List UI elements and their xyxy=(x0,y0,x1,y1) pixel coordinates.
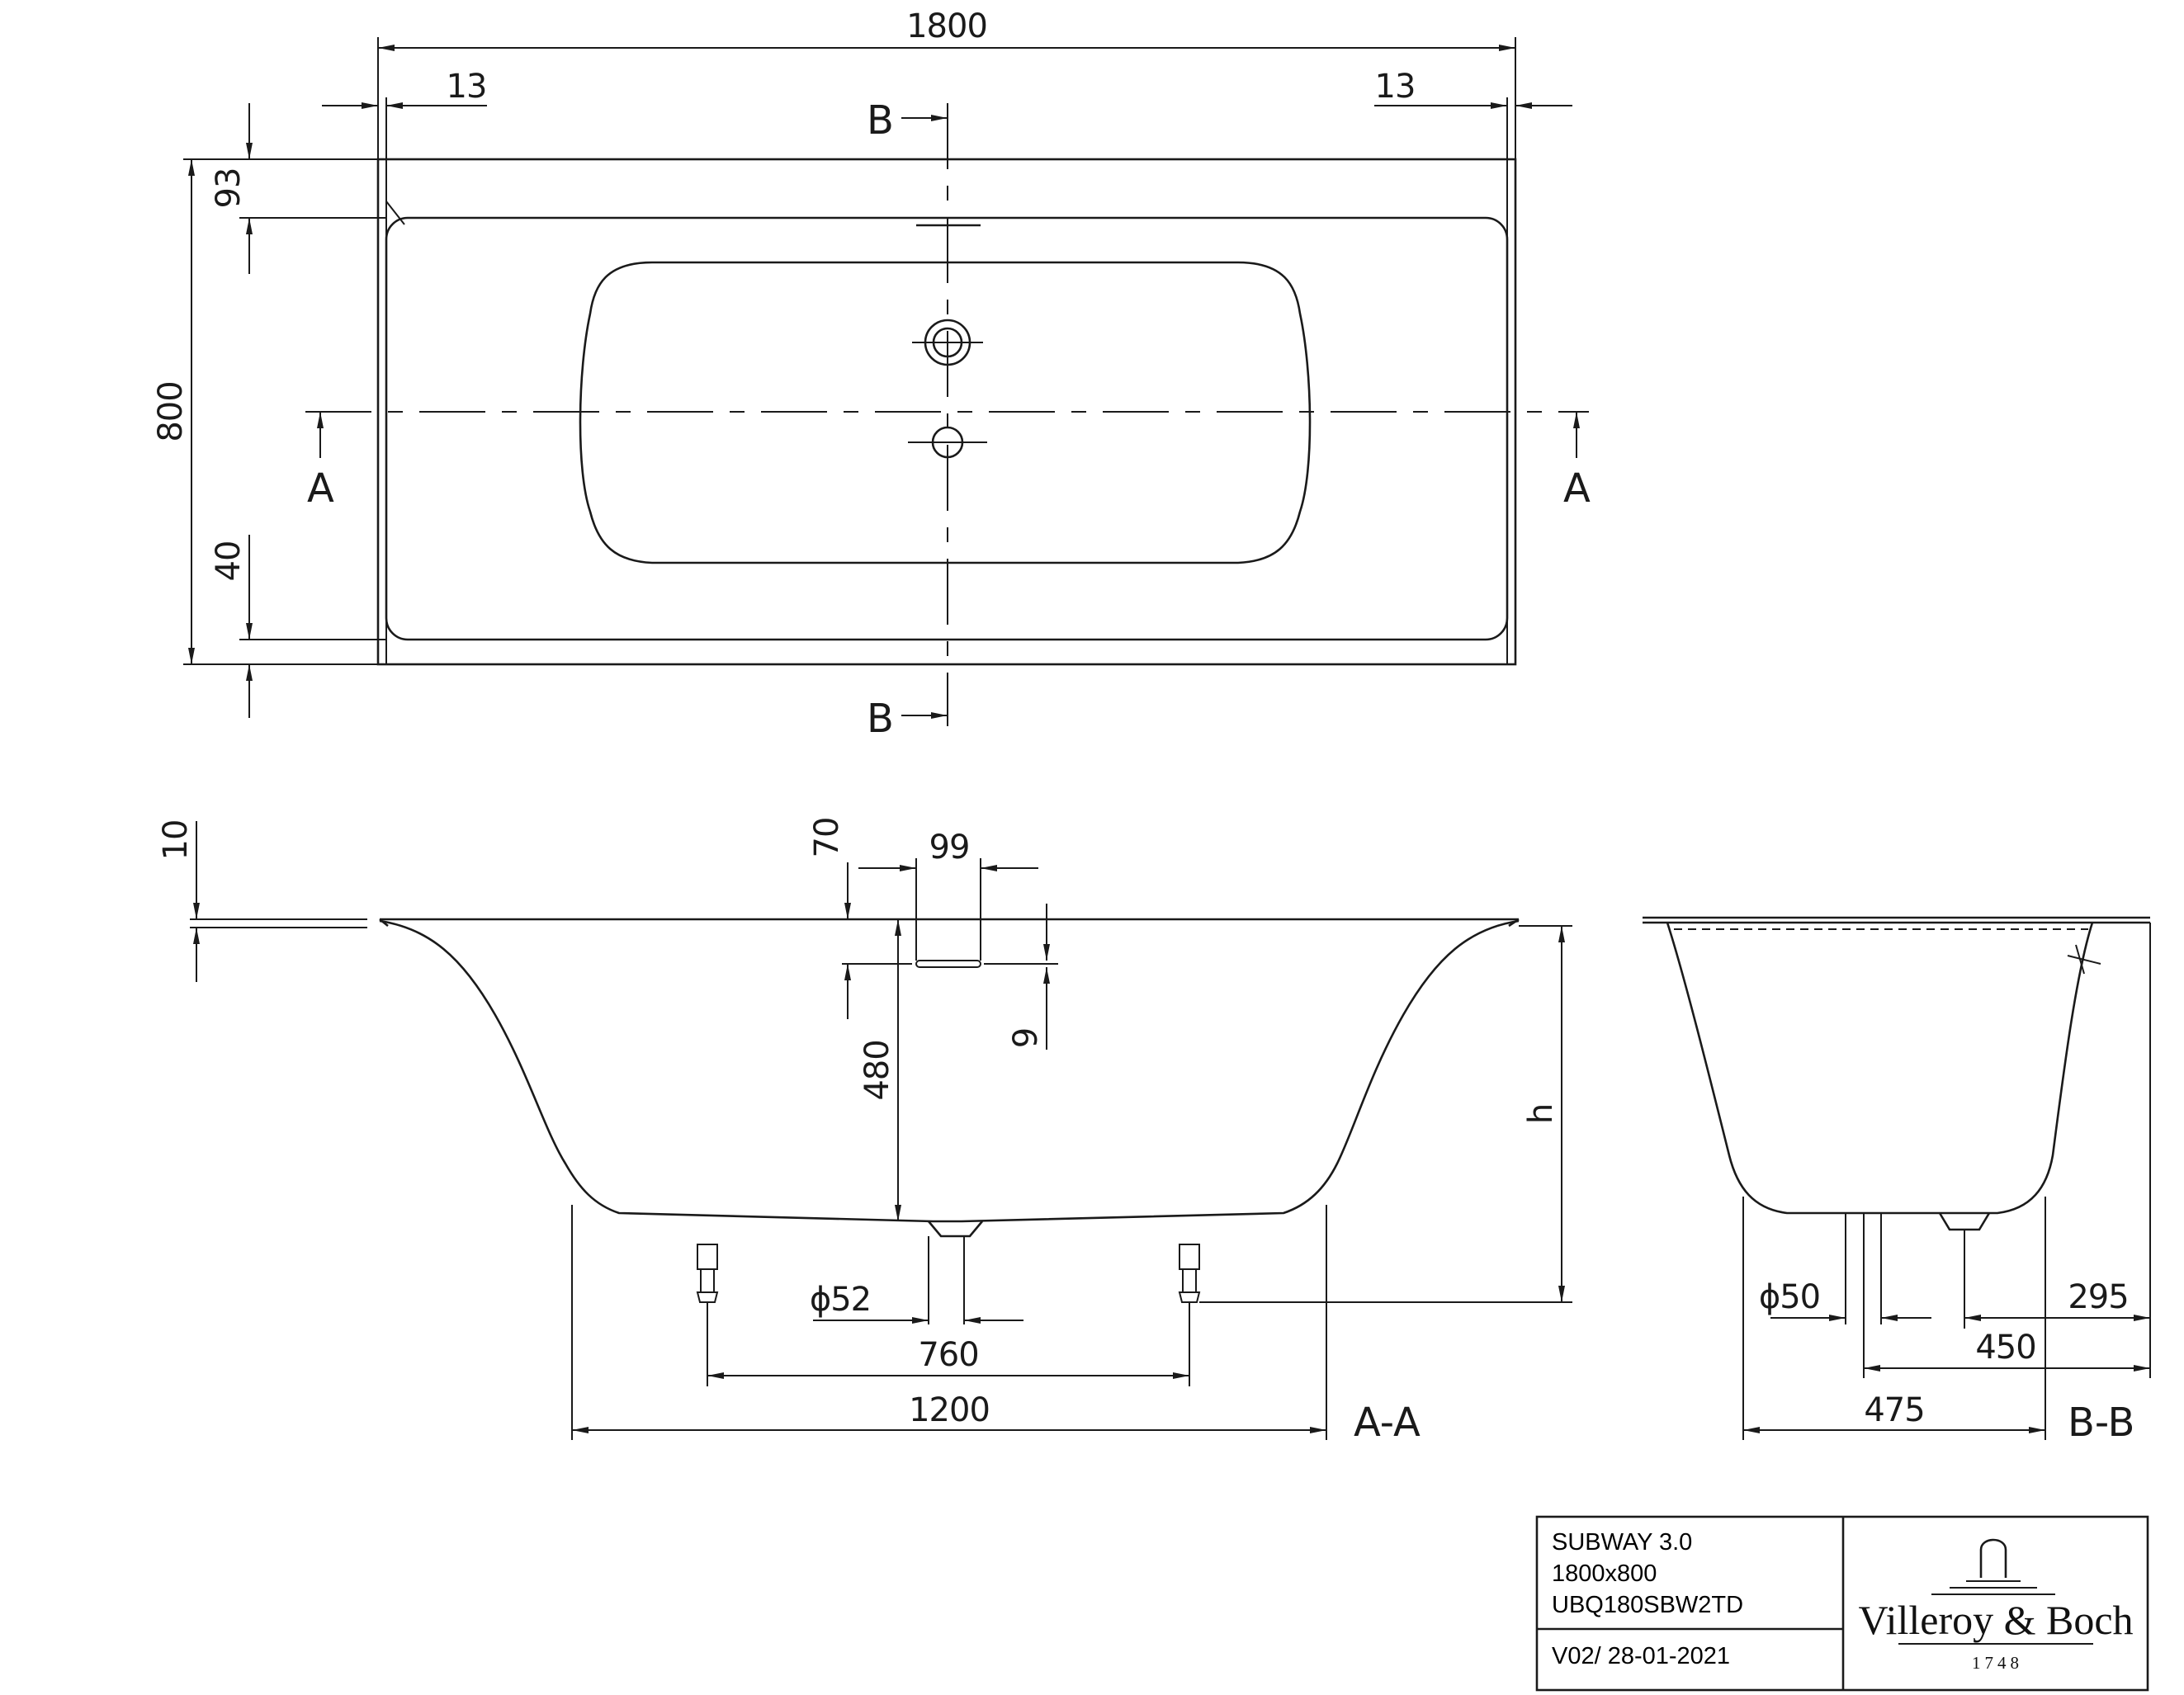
dim-bottom-length: 1200 xyxy=(909,1391,990,1429)
dim-rim-right: 13 xyxy=(1375,68,1416,106)
section-a-left: A xyxy=(307,465,334,512)
dim-overall-width: 1800 xyxy=(906,7,987,45)
dim-waste-diameter-aa: ϕ52 xyxy=(810,1281,871,1319)
dim-rim-back: 93 xyxy=(210,168,248,209)
brand-year: 1748 xyxy=(1972,1653,2023,1673)
tub-profile-bb xyxy=(1666,922,2094,1215)
section-b-bottom: B xyxy=(867,696,894,742)
dim-overflow-width: 99 xyxy=(929,829,970,866)
dim-bottom-width: 475 xyxy=(1864,1391,1924,1429)
brand-name: Villeroy & Boch xyxy=(1858,1597,2133,1643)
version-date: V02/ 28-01-2021 xyxy=(1552,1643,1730,1669)
product-size: 1800x800 xyxy=(1552,1560,1657,1587)
section-a-a: 10 70 99 9 480 h ϕ52 760 xyxy=(157,818,1572,1446)
section-label-bb: B-B xyxy=(2068,1400,2134,1446)
dim-offset-295: 295 xyxy=(2068,1278,2128,1316)
waste-outlet-aa xyxy=(928,1220,983,1238)
waste-outlet-bb xyxy=(1938,1212,1991,1231)
brand-logo-icon xyxy=(1931,1538,2055,1595)
product-name: SUBWAY 3.0 xyxy=(1552,1529,1692,1556)
section-a-right: A xyxy=(1563,465,1591,512)
dim-feet-spacing: 760 xyxy=(918,1336,978,1374)
dim-offset-450: 450 xyxy=(1975,1329,2035,1367)
adjustable-foot-left xyxy=(696,1244,719,1303)
dim-rim-front: 40 xyxy=(210,541,248,582)
overflow-slot-aa xyxy=(915,960,981,968)
section-label-aa: A-A xyxy=(1354,1400,1421,1446)
dim-rim-thickness: 10 xyxy=(157,820,195,861)
dim-overall-depth: 800 xyxy=(152,381,190,441)
dim-overflow-depth: 70 xyxy=(808,818,846,858)
dim-depth: 480 xyxy=(858,1040,896,1100)
title-block: SUBWAY 3.0 1800x800 UBQ180SBW2TD V02/ 28… xyxy=(1535,1515,2149,1692)
dim-overflow-height: 9 xyxy=(1007,1028,1045,1048)
adjustable-foot-right xyxy=(1178,1244,1201,1303)
dim-rim-left: 13 xyxy=(447,68,487,106)
dim-height: h xyxy=(1522,1104,1560,1124)
article-number: UBQ180SBW2TD xyxy=(1552,1592,1743,1618)
dim-waste-diameter-bb: ϕ50 xyxy=(1759,1278,1820,1316)
top-view: 1800 13 13 800 93 40 B B A xyxy=(152,7,1591,742)
tub-profile-aa xyxy=(379,919,1520,1223)
section-b-b: ϕ50 295 450 475 B-B xyxy=(1643,916,2151,1446)
basin-outline xyxy=(579,261,1312,564)
section-b-top: B xyxy=(867,97,894,144)
